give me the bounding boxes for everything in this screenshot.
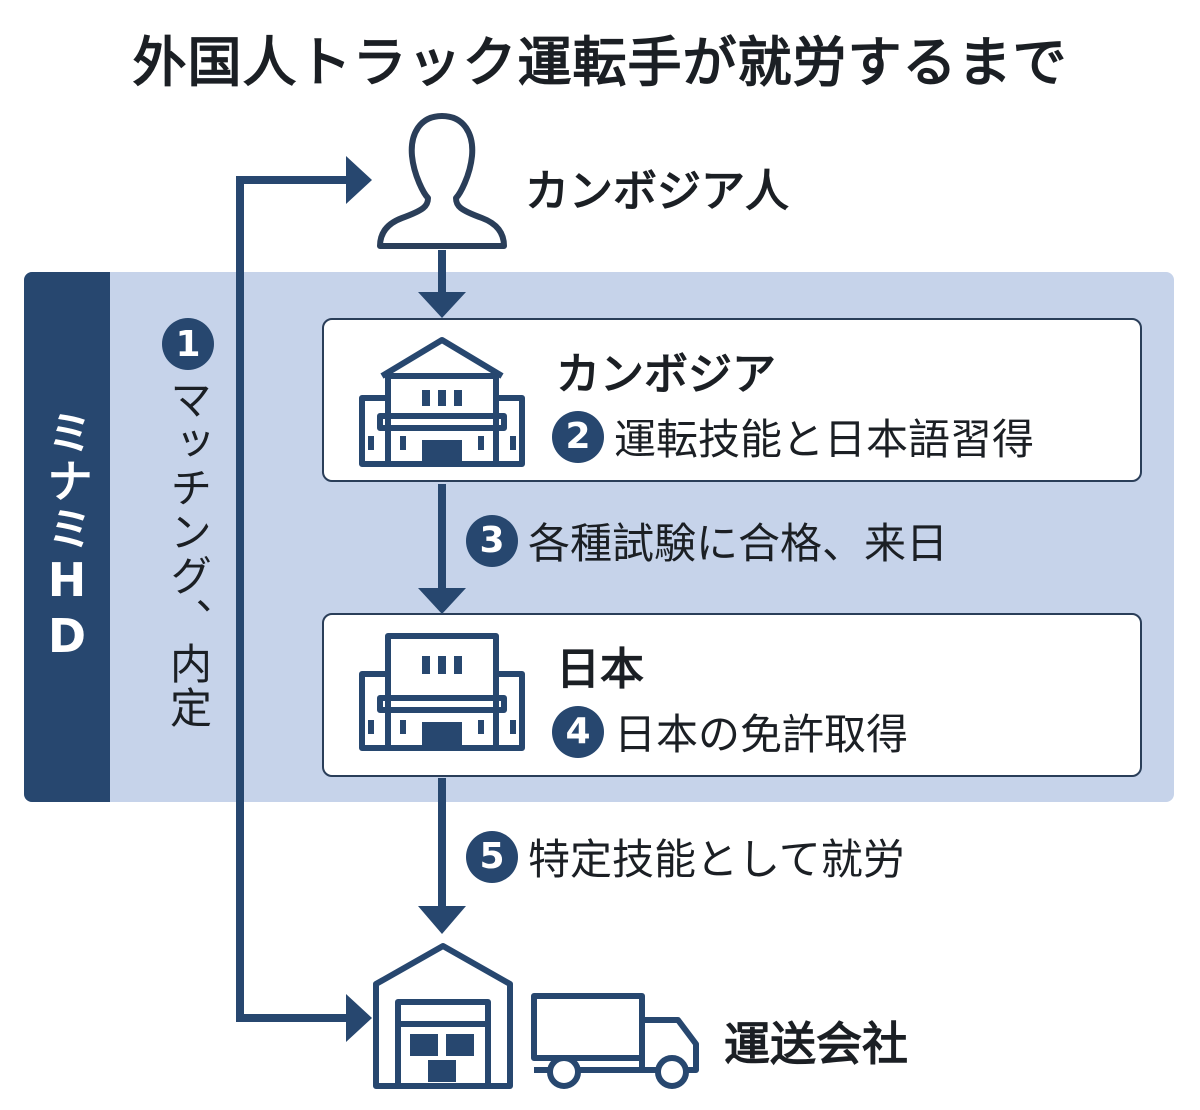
step-2: 2 運転技能と日本語習得 [552,406,1034,467]
step-text: 日本の免許取得 [614,710,909,759]
warehouse-icon [373,943,513,1089]
card-title-japan: 日本 [556,644,644,695]
school-building-icon [359,633,525,751]
card-title-cambodia: カンボジア [556,349,776,400]
step-text: 運転技能と日本語習得 [614,415,1035,464]
step-badge: 2 [552,410,604,463]
company-label: 運送会社 [724,1017,908,1071]
arrow-down-icon [418,906,466,934]
step-3: 3 各種試験に合格、来日 [466,510,948,571]
step-badge: 4 [552,705,604,758]
school-building-icon [359,337,525,467]
step-text: マッチング、内定 [163,378,213,730]
arrow-right-icon [346,994,372,1042]
step-badge: 3 [466,514,518,567]
person-label: カンボジア人 [525,166,789,217]
step-1: 1 マッチング、内定 [158,318,218,730]
person-icon [377,113,507,249]
step-text: 各種試験に合格、来日 [528,519,949,568]
side-label-text: ミナミHD [40,409,94,665]
arrow-right-icon [346,156,372,204]
step-5: 5 特定技能として就労 [466,826,905,887]
step-badge: 5 [466,830,518,883]
step-text: 特定技能として就労 [528,835,905,884]
side-label: ミナミHD [24,272,110,802]
diagram-title: 外国人トラック運転手が就労するまで [132,31,1068,94]
step-4: 4 日本の免許取得 [552,701,908,762]
arrow-down-icon [418,588,466,614]
arrow-down-icon [418,292,466,318]
truck-icon [531,993,699,1089]
step-badge: 1 [162,318,214,370]
